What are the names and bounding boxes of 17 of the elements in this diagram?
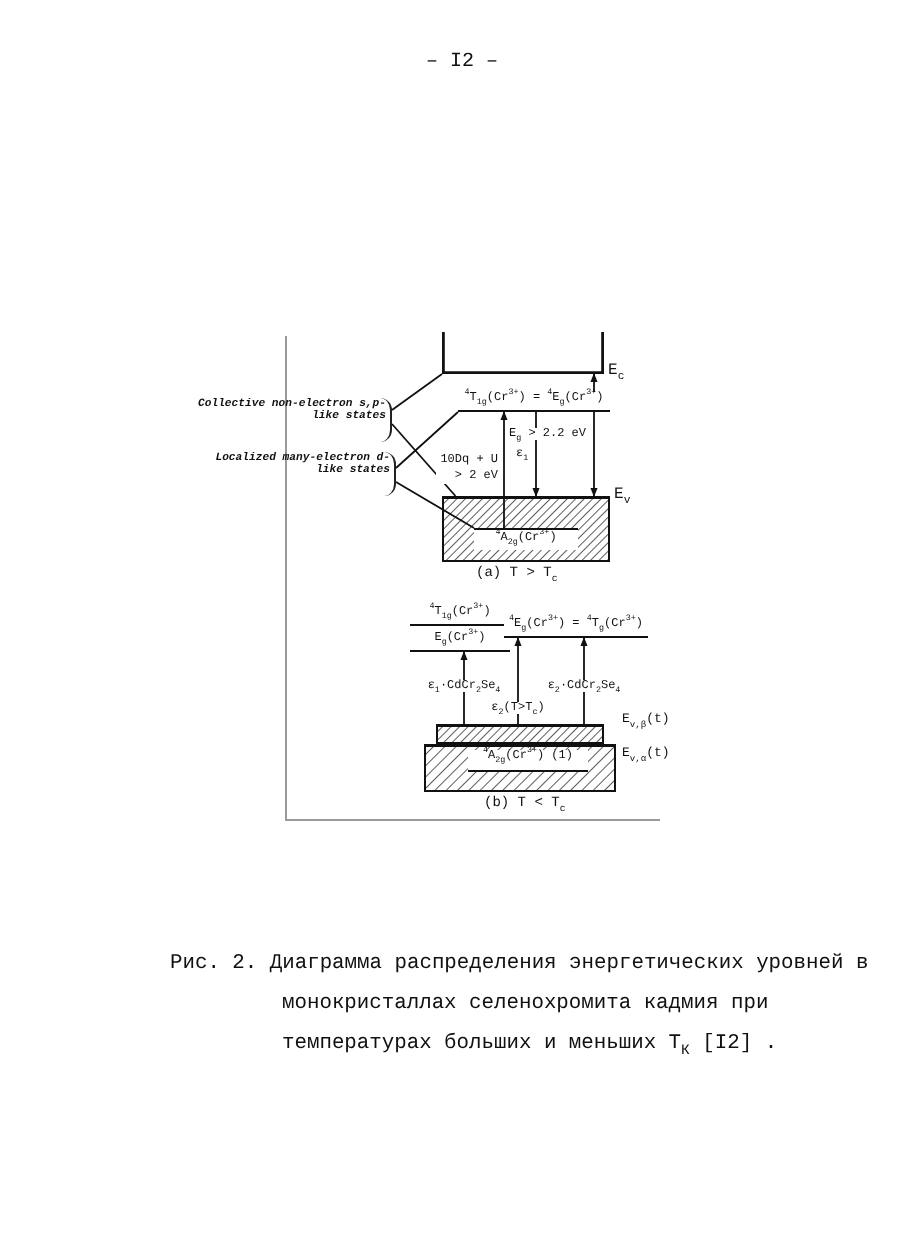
- arrow: [514, 637, 522, 725]
- axis-label: E$_{v}$: [614, 488, 631, 504]
- leader-line: [395, 481, 475, 529]
- energy-band: [442, 496, 610, 562]
- arrow: [500, 411, 508, 529]
- arrow: [532, 411, 540, 497]
- energy-band: [442, 332, 604, 374]
- page-number: – I2 –: [426, 54, 499, 74]
- leader-line: [391, 423, 457, 497]
- energy-band: [436, 724, 604, 744]
- leader-line: [395, 411, 459, 469]
- figure-caption: Рис. 2. Диаграмма распределения энергетических уровней в монокристаллах селенохромита кадмия при температурах больших и меньших T$_{К}$ [I2] .: [170, 950, 870, 1064]
- arrow: [590, 373, 598, 497]
- axis-label: E$_{c}$: [608, 364, 625, 380]
- arrow: [580, 637, 588, 725]
- energy-band: [424, 744, 616, 792]
- leader-line: [391, 373, 443, 411]
